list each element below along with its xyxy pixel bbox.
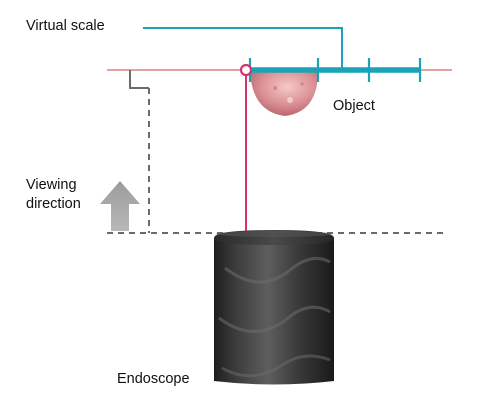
- right-angle-marker: [129, 70, 149, 89]
- viewing-direction-line2: direction: [26, 196, 81, 212]
- endoscope-spiral-highlight: [218, 305, 331, 333]
- endoscope-spiral-highlight: [221, 354, 331, 378]
- up-arrow-icon: [100, 181, 140, 231]
- viewing-direction-label: Viewing direction: [26, 176, 81, 214]
- endoscope-spiral-highlight: [224, 256, 331, 284]
- endoscope-tip-rim: [216, 231, 332, 237]
- object-texture: [287, 97, 293, 103]
- object-texture: [300, 82, 304, 86]
- endoscope-body: [214, 238, 334, 385]
- virtual-scale-leader-line: [143, 27, 343, 70]
- endoscope-label: Endoscope: [117, 371, 190, 387]
- endoscope: [214, 230, 334, 385]
- virtual-scale-label: Virtual scale: [26, 18, 105, 34]
- object-texture: [273, 86, 277, 90]
- object-label: Object: [333, 98, 375, 114]
- laser-spot: [239, 63, 253, 77]
- object-shape: [250, 71, 318, 116]
- viewing-direction-line1: Viewing: [26, 177, 77, 193]
